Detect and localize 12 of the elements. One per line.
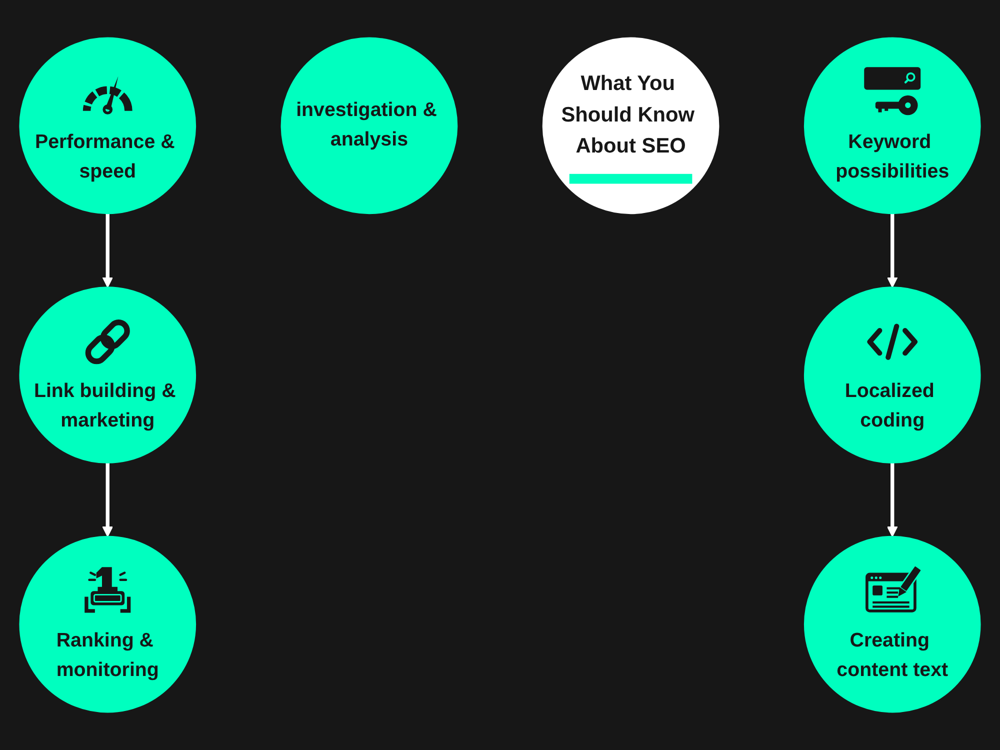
arrow [102,214,114,288]
node-circle: Ranking & monitoring [19,536,196,713]
node-circle: Localized coding [804,286,981,464]
arrow [102,462,114,537]
node-circle: Keyword possibilities [804,37,981,214]
node-circle: investigation & analysis [280,37,458,214]
node-circle: What You Should Know About SEO [542,37,720,214]
node-circle: Creating content text [804,536,981,713]
node-circle: Performance & speed [19,37,196,214]
node-circle: Link building & marketing [19,286,196,464]
arrow [886,462,898,537]
arrow [886,214,898,288]
